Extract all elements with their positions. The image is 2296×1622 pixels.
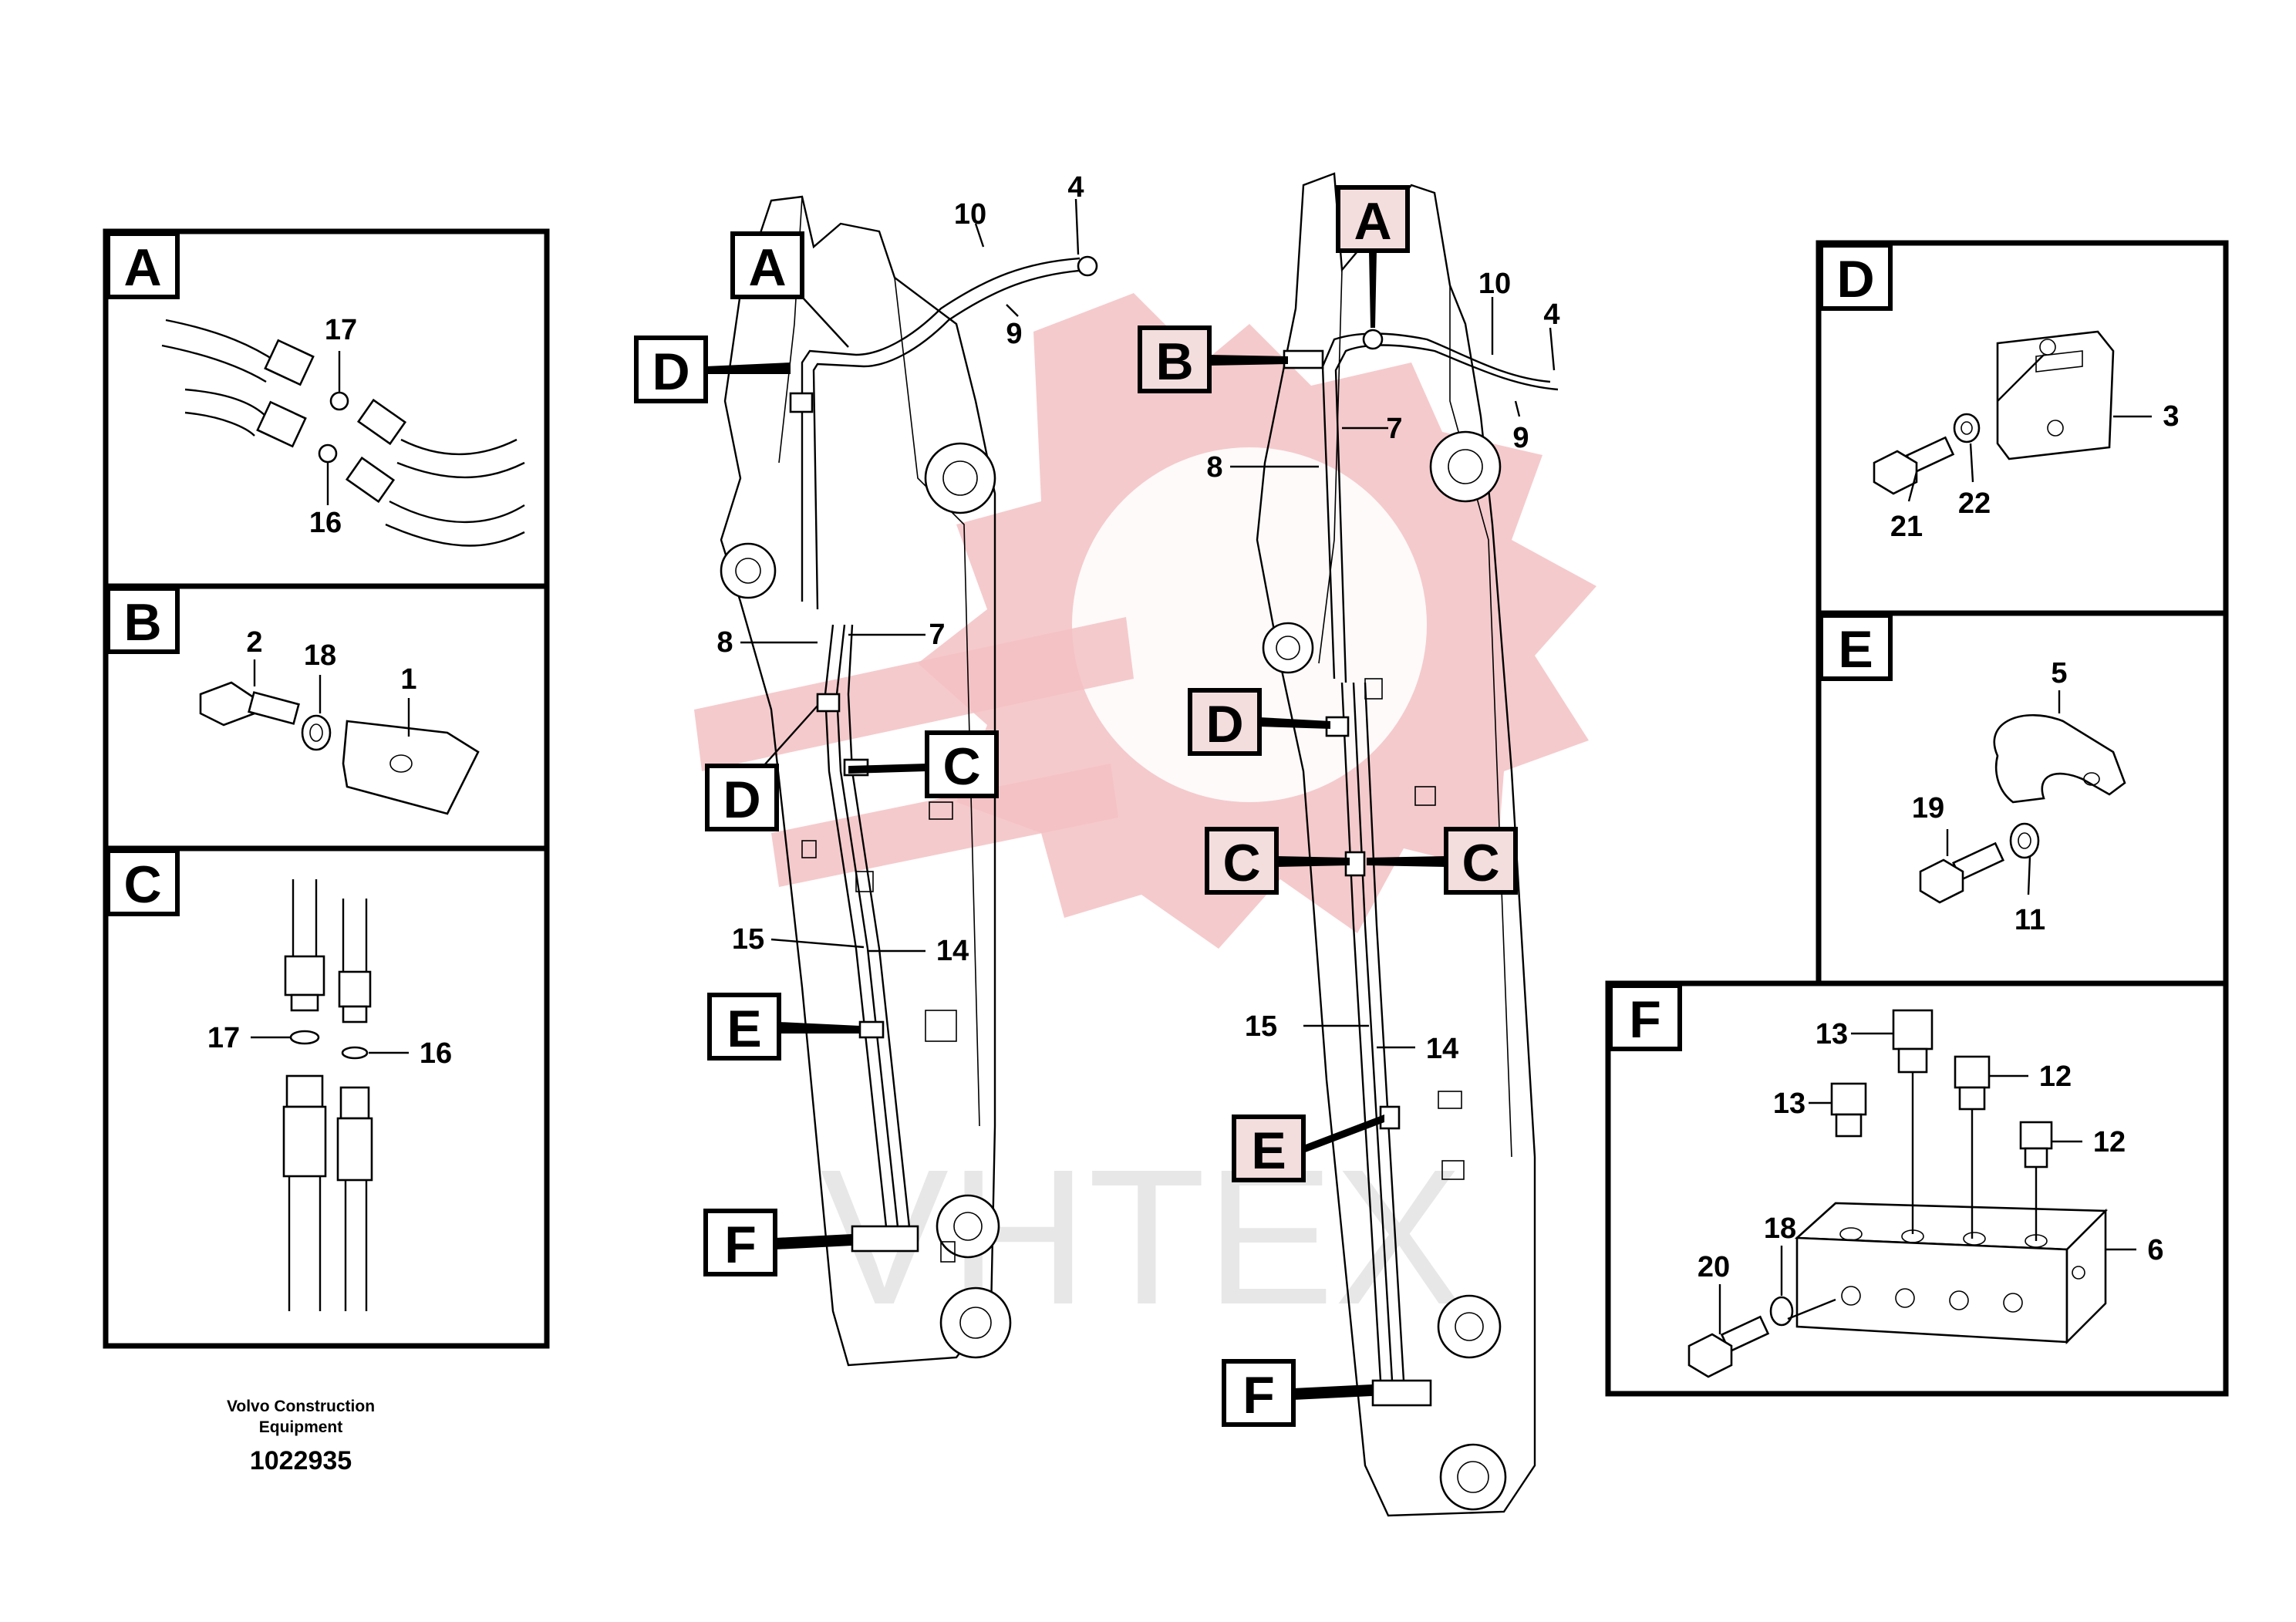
callout-20: 20 xyxy=(1698,1251,1730,1283)
watermark-text: VHTEX xyxy=(820,1129,1463,1344)
callout-3: 3 xyxy=(2163,400,2179,433)
right-label-c2: C xyxy=(1462,834,1499,892)
right-callout-9: 9 xyxy=(1512,422,1529,454)
right-callout-8: 8 xyxy=(1206,451,1222,484)
panel-b-tag: B xyxy=(123,593,161,652)
detail-panel-d: D 3 21 22 xyxy=(1816,240,2229,616)
left-label-d2: D xyxy=(723,771,760,829)
left-label-c: C xyxy=(942,737,980,796)
right-callout-15: 15 xyxy=(1245,1010,1277,1043)
left-label-d1: D xyxy=(652,342,689,401)
right-label-a: A xyxy=(1354,192,1391,251)
left-label-a: A xyxy=(748,238,786,297)
left-callout-4: 4 xyxy=(1067,171,1084,204)
callout-18-f: 18 xyxy=(1764,1212,1796,1245)
left-label-f: F xyxy=(724,1216,757,1274)
detail-panel-f: F 13 xyxy=(1605,980,2229,1397)
callout-16: 16 xyxy=(309,507,342,539)
callout-18: 18 xyxy=(304,639,336,672)
detail-panel-e: E 5 19 11 xyxy=(1816,610,2229,986)
right-label-f: F xyxy=(1242,1366,1275,1425)
right-label-d: D xyxy=(1205,695,1243,754)
left-arm-drawing: 10 4 9 8 7 15 14 A D D C E F xyxy=(634,171,1098,1367)
callout-22: 22 xyxy=(1958,487,1991,520)
right-callout-4: 4 xyxy=(1543,298,1559,331)
detail-panel-c: C 17 16 xyxy=(103,845,550,1349)
callout-21: 21 xyxy=(1890,511,1923,543)
detail-panel-a: A 17 16 xyxy=(103,228,550,589)
callout-2: 2 xyxy=(246,626,262,659)
left-callout-14: 14 xyxy=(936,935,969,967)
right-callout-10: 10 xyxy=(1478,268,1511,300)
right-callout-7: 7 xyxy=(1386,413,1402,445)
callout-19: 19 xyxy=(1912,792,1944,824)
left-callout-9: 9 xyxy=(1006,318,1022,350)
callout-13b: 13 xyxy=(1773,1088,1805,1120)
right-arm-drawing: 10 4 9 7 8 15 14 A B D C C E F xyxy=(1138,172,1560,1517)
watermark-logo xyxy=(694,293,1596,949)
part-number: 1022935 xyxy=(250,1446,352,1475)
detail-panel-b: B 2 18 1 xyxy=(103,583,550,851)
left-callout-10: 10 xyxy=(954,198,986,231)
callout-17-c: 17 xyxy=(207,1022,240,1054)
panel-f-tag: F xyxy=(1629,990,1661,1049)
right-label-b: B xyxy=(1155,332,1193,391)
callout-6: 6 xyxy=(2147,1234,2163,1266)
callout-17: 17 xyxy=(325,314,357,346)
callout-11: 11 xyxy=(2014,904,2045,936)
footer: Volvo Construction Equipment 1022935 xyxy=(227,1398,375,1475)
manufacturer-line1: Volvo Construction xyxy=(227,1398,375,1415)
right-callout-14: 14 xyxy=(1426,1033,1458,1065)
panel-a-tag: A xyxy=(123,238,161,297)
panel-d-tag: D xyxy=(1836,250,1874,309)
callout-5: 5 xyxy=(2051,657,2067,690)
left-callout-7: 7 xyxy=(929,619,945,651)
callout-1: 1 xyxy=(400,663,416,696)
right-label-c1: C xyxy=(1222,834,1260,892)
callout-16-c: 16 xyxy=(420,1037,452,1070)
left-callout-15: 15 xyxy=(732,923,764,956)
left-callout-8: 8 xyxy=(716,626,733,659)
callout-12b: 12 xyxy=(2093,1126,2126,1158)
manufacturer-line2: Equipment xyxy=(259,1418,343,1436)
panel-c-tag: C xyxy=(123,855,161,914)
right-label-e: E xyxy=(1251,1121,1286,1180)
callout-12a: 12 xyxy=(2039,1061,2072,1093)
panel-e-tag: E xyxy=(1838,620,1873,679)
callout-13a: 13 xyxy=(1816,1018,1848,1050)
left-label-e: E xyxy=(727,1000,761,1058)
